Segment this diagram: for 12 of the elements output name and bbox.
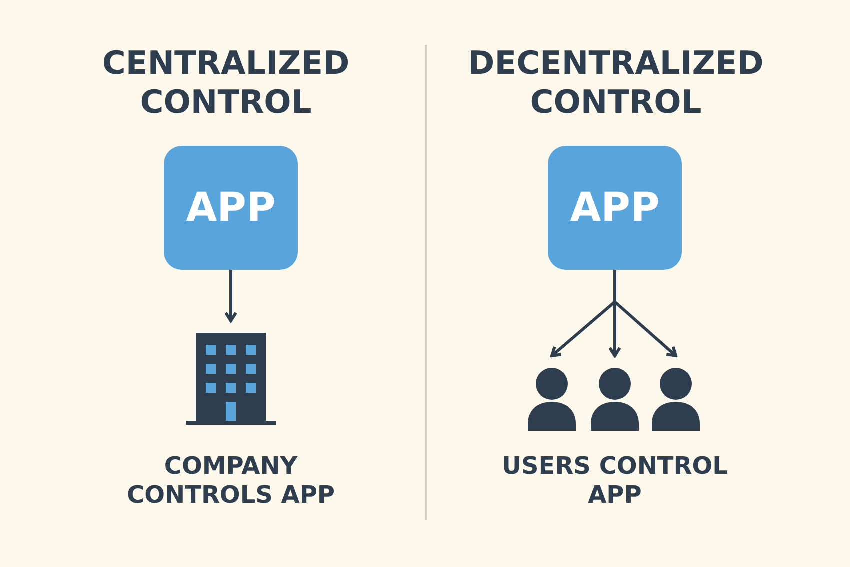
app-box: APP	[164, 146, 298, 270]
section-heading: DECENTRALIZED CONTROL	[467, 44, 765, 122]
arrow	[614, 270, 678, 358]
person-icon	[591, 368, 639, 431]
person-icon	[652, 368, 700, 431]
person-icon	[528, 368, 576, 431]
caption: USERS CONTROL APP	[501, 452, 729, 511]
building-icon	[186, 333, 276, 425]
app-box: APP	[548, 146, 682, 270]
arrow	[224, 270, 238, 322]
section-heading: CENTRALIZED CONTROL	[101, 44, 351, 122]
caption: COMPANY CONTROLS APP	[126, 452, 336, 511]
